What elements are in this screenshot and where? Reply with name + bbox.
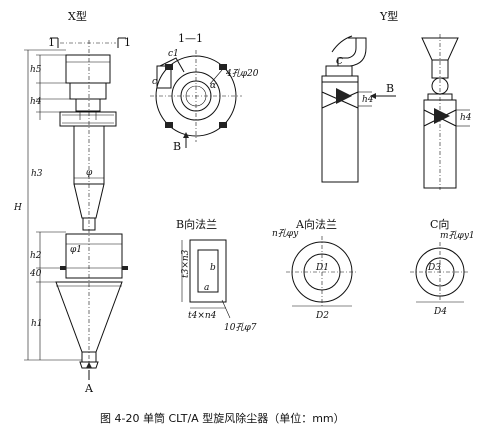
h4-label: h4 (30, 97, 42, 107)
holes-4-label: 4孔φ20 (225, 68, 259, 79)
outlet-box (65, 54, 111, 84)
d3-label: D3 (427, 263, 441, 273)
h4-y-label: h4 (362, 95, 374, 105)
section-mark-left: 1 (48, 36, 55, 49)
b-flange-title: B向法兰 (176, 217, 217, 231)
h1-label: h1 (31, 319, 43, 329)
h5-label: h5 (30, 65, 42, 75)
b-label: b (210, 263, 216, 273)
a-flange-title: A向法兰 (295, 217, 337, 231)
H-label: H (13, 203, 22, 213)
a-label: a (204, 283, 209, 293)
h3-label: h3 (31, 169, 43, 179)
c-view: C向 m孔φy1 D3 D4 (410, 217, 475, 317)
a-flange-view: A向法兰 n孔φy D1 D2 (272, 217, 358, 321)
b-right-label: B (386, 82, 394, 95)
dim-40-label: 40 (29, 269, 42, 279)
phi1-label: φ1 (70, 245, 82, 255)
t3n3-label: t3×n3 (181, 249, 191, 278)
x-type-view: X型 1 1 φ φ1 (13, 9, 131, 395)
d2-label: D2 (315, 311, 329, 321)
c1-label: c1 (168, 49, 179, 59)
holes-10-label: 10孔φ7 (224, 322, 257, 333)
t4n4-label: t4×n4 (188, 311, 217, 321)
d1-label: D1 (315, 263, 329, 273)
m-phi-y1-label: m孔φy1 (440, 230, 475, 241)
y-type-view: Y型 C h4 B h4 (321, 9, 472, 190)
x-type-title: X型 (68, 9, 87, 23)
b-arrow-label: B (173, 140, 181, 153)
section-1-1-view: 1—1 c1 c α 4孔φ20 B (150, 32, 259, 153)
phi-label: φ (86, 168, 93, 178)
c-label: c (152, 77, 157, 87)
alpha-label: α (210, 81, 216, 91)
section-title: 1—1 (178, 32, 203, 45)
c-y-label: C (336, 57, 343, 67)
hopper-box (65, 233, 123, 279)
c-view-title: C向 (430, 217, 449, 231)
h2-label: h2 (30, 251, 42, 261)
inlet-duct (59, 111, 117, 127)
a-arrow-label: A (84, 382, 94, 395)
d4-label: D4 (433, 307, 447, 317)
b-flange-view: B向法兰 t3×n3 b a t4×n4 10孔φ7 (176, 217, 257, 333)
figure-caption: 图 4-20 单筒 CLT/A 型旋风除尘器（单位：mm） (100, 411, 345, 425)
n-phi-y-label: n孔φy (272, 228, 299, 239)
section-mark-right: 1 (124, 36, 131, 49)
h4-y2-label: h4 (460, 113, 472, 123)
y-type-title: Y型 (379, 9, 398, 23)
b-flange-outer (189, 239, 227, 303)
